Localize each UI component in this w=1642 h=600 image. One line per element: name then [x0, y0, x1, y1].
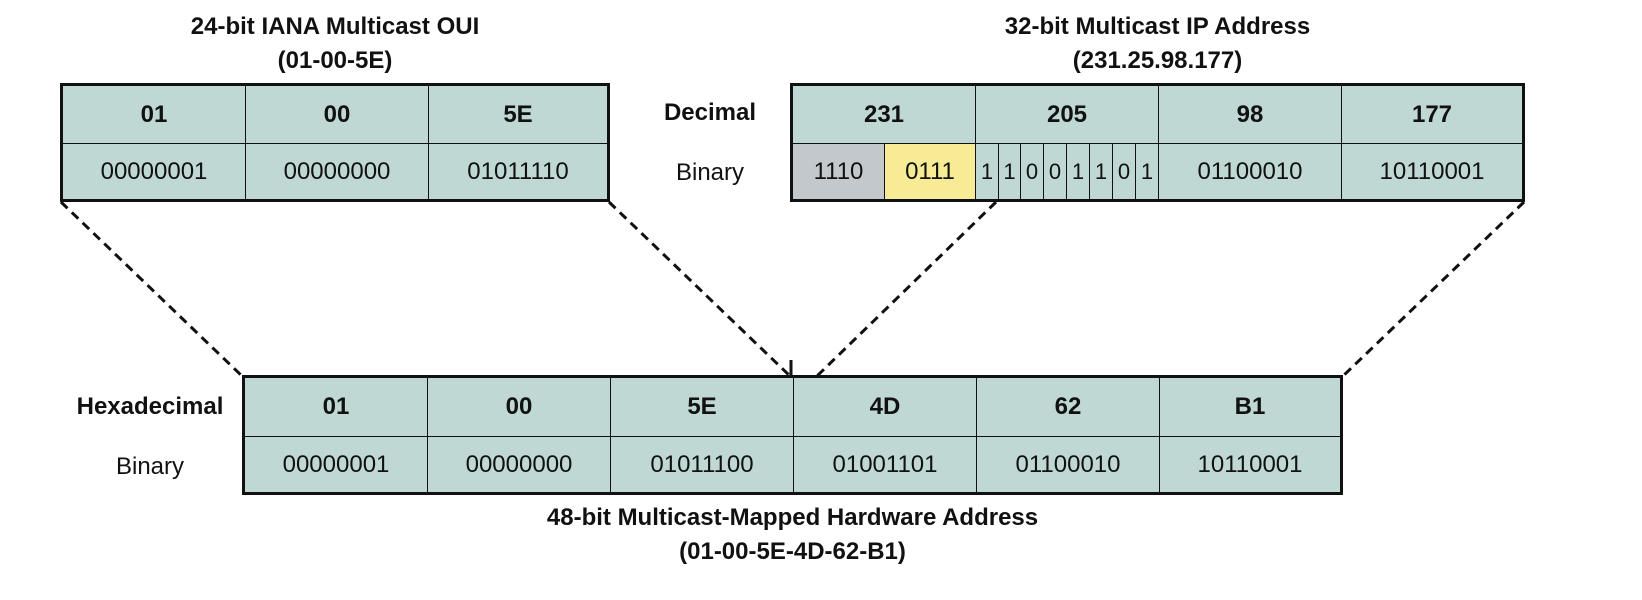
ip-left-connector — [814, 200, 998, 379]
ip-second-octet-bit: 0 — [1113, 144, 1136, 199]
ip-binary-label: Binary — [675, 159, 745, 186]
oui-hex-cell: 01 — [63, 86, 246, 144]
ip-second-octet-bit: 1 — [976, 144, 999, 199]
ip-title: 32-bit Multicast IP Address (231.25.98.1… — [790, 10, 1525, 78]
mac-hex-cell: 01 — [245, 378, 428, 437]
mac-hex-cell: 5E — [611, 378, 794, 437]
mac-title: 48-bit Multicast-Mapped Hardware Address… — [242, 501, 1343, 569]
ip-decimal-label: Decimal — [663, 99, 757, 126]
ip-second-octet-bit: 0 — [1044, 144, 1067, 199]
oui-left-connector — [59, 200, 245, 379]
ip-binary-cell: 01100010 — [1159, 144, 1342, 199]
oui-title-line2: (01-00-5E) — [277, 47, 393, 74]
oui-title: 24-bit IANA Multicast OUI (01-00-5E) — [60, 10, 610, 78]
ip-second-octet-bit: 1 — [999, 144, 1021, 199]
oui-binary-cell: 01011110 — [467, 157, 569, 185]
ip-decimal-cell: 98 — [1159, 86, 1342, 144]
ip-table: 231 205 98 177 1110 0111 1 1 0 0 1 1 0 1… — [790, 83, 1525, 202]
ip-class-d-prefix-cell: 1110 — [793, 144, 885, 199]
mac-title-line2: (01-00-5E-4D-62-B1) — [679, 538, 906, 565]
mac-binary-cell: 01011100 — [611, 437, 794, 492]
oui-binary-cell: 00000001 — [63, 144, 246, 199]
oui-hex-cell: 00 — [246, 86, 429, 144]
ip-decimal-cell: 231 — [793, 86, 976, 144]
ip-second-octet-bit: 1 — [1090, 144, 1113, 199]
mac-binary-cell: 10110001 — [1197, 450, 1303, 478]
oui-hex-cell: 5E — [429, 86, 607, 144]
oui-title-line1: 24-bit IANA Multicast OUI — [190, 13, 480, 40]
mac-binary-cell: 01100010 — [977, 437, 1160, 492]
ip-title-line2: (231.25.98.177) — [1072, 47, 1243, 74]
ip-decimal-cell: 205 — [976, 86, 1159, 144]
ip-title-line1: 32-bit Multicast IP Address — [1004, 13, 1311, 40]
ip-binary-cell: 10110001 — [1379, 157, 1485, 185]
ip-second-octet-bit: 1 — [1136, 144, 1159, 199]
mac-hex-cell: B1 — [1160, 378, 1340, 437]
mac-hex-cell: 62 — [977, 378, 1160, 437]
mac-table: 01 00 5E 4D 62 B1 00000001 00000000 0101… — [242, 375, 1343, 495]
mac-binary-cell: 01001101 — [794, 437, 977, 492]
ip-discarded-bits-cell: 0111 — [885, 144, 976, 199]
oui-binary-cell: 00000000 — [246, 144, 429, 199]
mac-hex-cell: 4D — [794, 378, 977, 437]
ip-decimal-cell: 177 — [1342, 86, 1522, 144]
mac-binary-cell: 00000001 — [245, 437, 428, 492]
ip-second-octet-bit: 1 — [1067, 144, 1090, 199]
mac-binary-cell: 00000000 — [428, 437, 611, 492]
mac-hex-label: Hexadecimal — [76, 393, 224, 420]
mac-binary-label: Binary — [115, 453, 185, 480]
mac-title-line1: 48-bit Multicast-Mapped Hardware Address — [546, 504, 1039, 531]
mac-hex-cell: 00 — [428, 378, 611, 437]
oui-right-connector — [607, 200, 793, 379]
oui-table: 01 00 5E 00000001 00000000 01011110 — [60, 83, 610, 202]
ip-second-octet-bit: 0 — [1021, 144, 1044, 199]
ip-right-connector — [1340, 200, 1526, 379]
